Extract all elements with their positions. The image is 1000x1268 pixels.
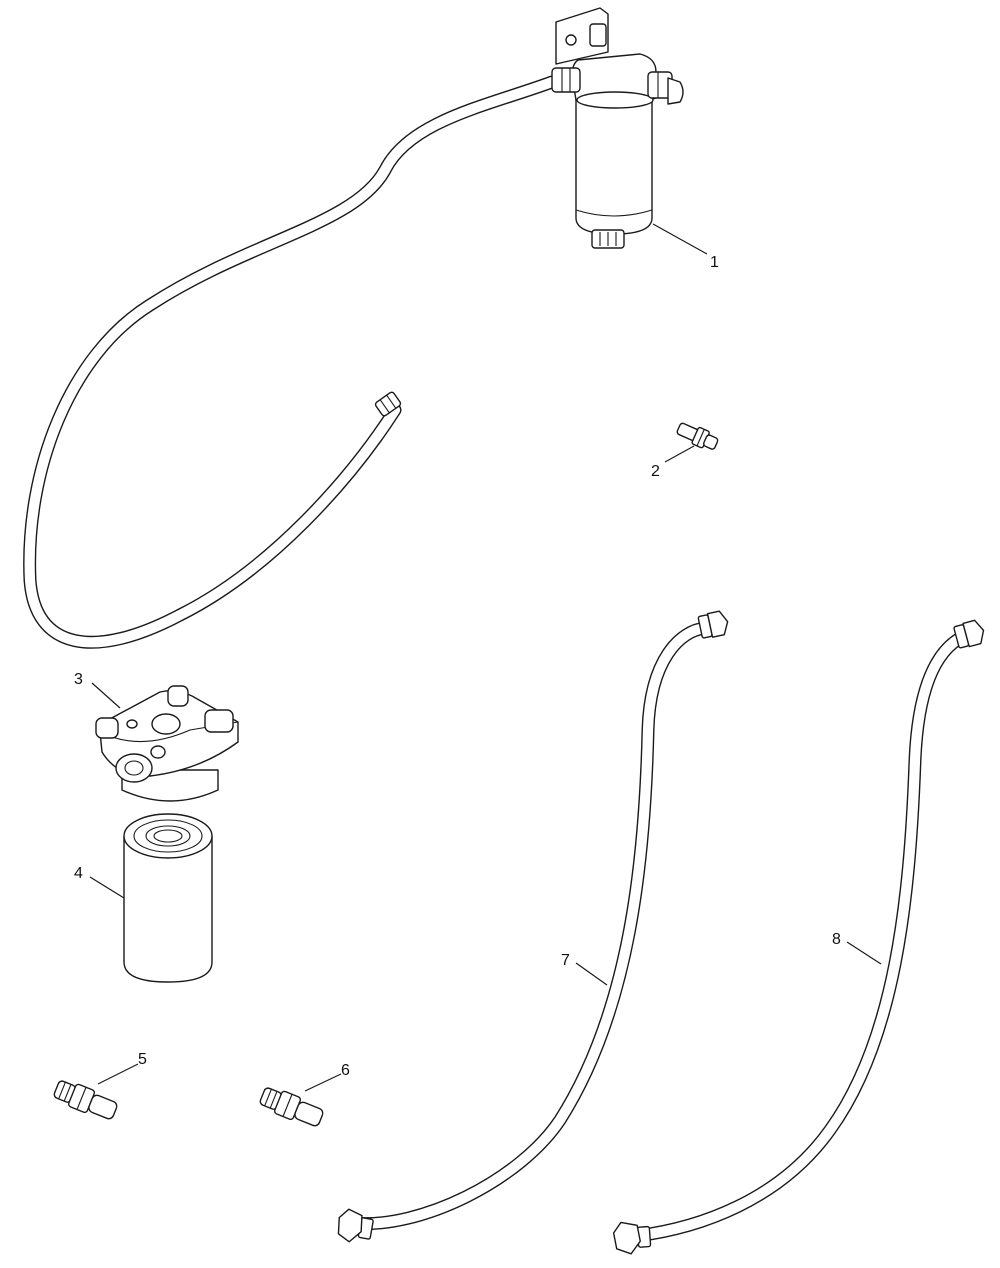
long-fuel-hose bbox=[23, 75, 559, 649]
connector-6 bbox=[259, 1087, 324, 1127]
leader-8 bbox=[846, 941, 882, 965]
leader-2 bbox=[664, 445, 695, 463]
small-fitting bbox=[676, 422, 719, 450]
leader-6 bbox=[304, 1073, 342, 1092]
callout-1: 1 bbox=[710, 254, 719, 271]
fuel-filter-assembly bbox=[551, 7, 684, 249]
callout-8: 8 bbox=[832, 931, 841, 948]
connector-5 bbox=[53, 1080, 118, 1120]
leader-7 bbox=[575, 962, 608, 986]
callout-5: 5 bbox=[138, 1051, 147, 1068]
filter-canister bbox=[123, 813, 213, 983]
leader-5 bbox=[97, 1063, 139, 1085]
callout-7: 7 bbox=[561, 952, 570, 969]
hose-7 bbox=[337, 610, 729, 1243]
leader-1 bbox=[652, 223, 708, 255]
callout-2: 2 bbox=[651, 463, 660, 480]
callout-4: 4 bbox=[74, 865, 83, 882]
callout-3: 3 bbox=[74, 671, 83, 688]
leader-3 bbox=[91, 682, 121, 709]
callout-6: 6 bbox=[341, 1062, 350, 1079]
leader-4 bbox=[89, 876, 125, 899]
filter-head bbox=[95, 685, 239, 802]
hose-8 bbox=[612, 619, 985, 1255]
